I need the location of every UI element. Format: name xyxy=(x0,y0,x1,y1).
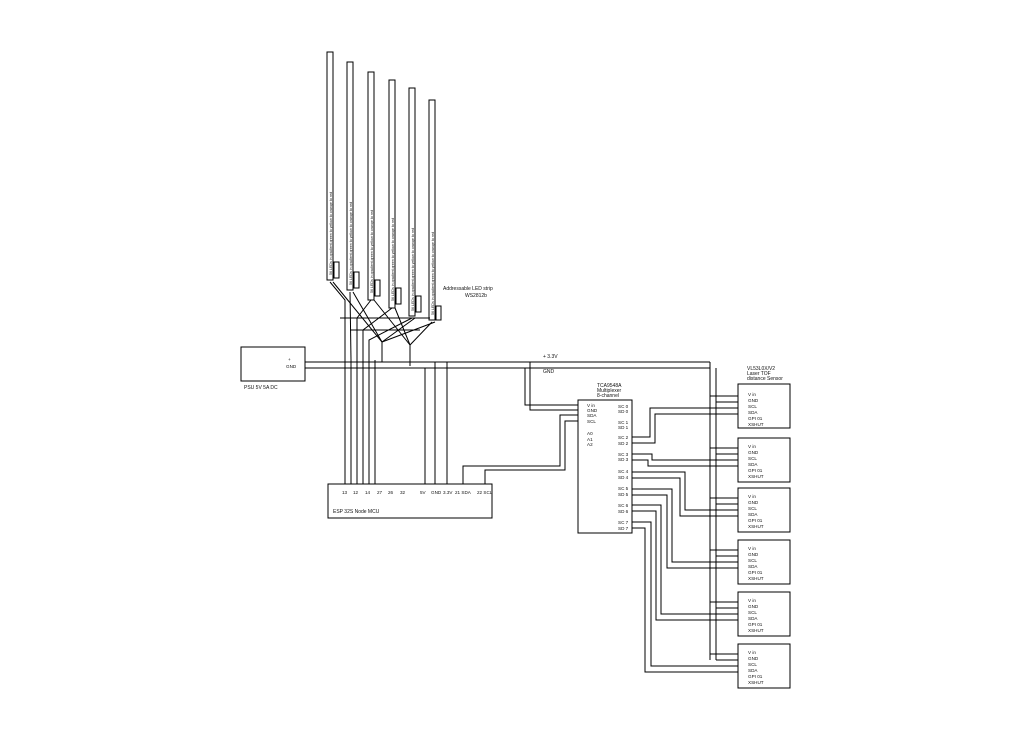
mux-pin-a1: A1 xyxy=(587,437,593,442)
sensor2-pin-scl: SCL xyxy=(748,456,757,461)
psu-gnd-pin: GND xyxy=(286,364,297,369)
esp-pin-32: 32 xyxy=(400,490,406,495)
sensor5-pin-gpio1: GPI 01 xyxy=(748,622,763,627)
mux-pin-sda: SDA xyxy=(587,413,597,418)
esp-pin-14: 14 xyxy=(365,490,371,495)
sensor5-pin-gnd: GND xyxy=(748,604,759,609)
mux-pin-sd1: SD 1 xyxy=(618,425,629,430)
sensor6-pin-xshut: XSHUT xyxy=(748,680,764,685)
sensor3-pin-sda: SDA xyxy=(748,512,758,517)
mux-pin-gnd: GND xyxy=(587,408,598,413)
sensor1-pin-xshut: XSHUT xyxy=(748,422,764,427)
rail-gnd-label: GND xyxy=(543,369,555,375)
mux-pin-sc2: SC 2 xyxy=(618,435,629,440)
sensor6-pin-scl: SCL xyxy=(748,662,757,667)
sensor2-pin-sda: SDA xyxy=(748,462,758,467)
mux-pin-sd0: SD 0 xyxy=(618,409,629,414)
mux-pin-sc5: SC 5 xyxy=(618,486,629,491)
sensor5-pin-vin: V in xyxy=(748,598,756,603)
sensor1-pin-vin: V in xyxy=(748,392,756,397)
mux-pin-a2: A2 xyxy=(587,442,593,447)
sensor1-pin-gnd: GND xyxy=(748,398,759,403)
sensor2-pin-xshut: XSHUT xyxy=(748,474,764,479)
mux-pin-sd3: SD 3 xyxy=(618,457,629,462)
mux-pin-sc3: SC 3 xyxy=(618,452,629,457)
mux-pin-sd7: SD 7 xyxy=(618,526,629,531)
esp-label: ESP 32S Node MCU xyxy=(333,509,380,515)
mux-pin-sc6: SC 6 xyxy=(618,503,629,508)
sensor-subtitle-2: distance Sensor xyxy=(747,376,783,382)
esp-pin-27: 27 xyxy=(377,490,383,495)
sensor3-pin-gpio1: GPI 01 xyxy=(748,518,763,523)
sensor1-pin-sda: SDA xyxy=(748,410,758,415)
sensor1-pin-gpio1: GPI 01 xyxy=(748,416,763,421)
led-strip-2-label: 56 LEDs in gradient green to yellow to o… xyxy=(349,201,353,285)
led-strip-model: WS2812b xyxy=(465,293,487,299)
sensor2-pin-vin: V in xyxy=(748,444,756,449)
psu-plus-pin: + xyxy=(288,357,291,362)
sensor4-pin-scl: SCL xyxy=(748,558,757,563)
mux-pin-scl: SCL xyxy=(587,419,596,424)
psu-label: PSU 5V 5A DC xyxy=(244,385,278,391)
esp-pin-gnd: GND xyxy=(431,490,442,495)
sensor5-pin-xshut: XSHUT xyxy=(748,628,764,633)
sensor6-pin-vin: V in xyxy=(748,650,756,655)
esp-pin-12: 12 xyxy=(353,490,359,495)
sensor4-pin-xshut: XSHUT xyxy=(748,576,764,581)
sensor4-pin-gpio1: GPI 01 xyxy=(748,570,763,575)
esp-pin-26: 26 xyxy=(388,490,394,495)
mux-pin-sd5: SD 5 xyxy=(618,492,629,497)
sensor6-pin-gnd: GND xyxy=(748,656,759,661)
mux-pin-vin: V in xyxy=(587,403,595,408)
mux-pin-sd2: SD 2 xyxy=(618,441,629,446)
sensor5-pin-sda: SDA xyxy=(748,616,758,621)
mux-pin-a0: A0 xyxy=(587,431,593,436)
led-strip-1-label: 56 LEDs in gradient green to yellow to o… xyxy=(329,191,333,275)
led-strip-5-label: 56 LEDs in gradient green to yellow to o… xyxy=(411,227,415,311)
sensor6-pin-gpio1: GPI 01 xyxy=(748,674,763,679)
sensor4-pin-vin: V in xyxy=(748,546,756,551)
mux-pin-sc1: SC 1 xyxy=(618,420,629,425)
esp-pin-13: 13 xyxy=(342,490,348,495)
mux-pin-sc4: SC 4 xyxy=(618,469,629,474)
sensor5-pin-scl: SCL xyxy=(748,610,757,615)
sensor2-pin-gnd: GND xyxy=(748,450,759,455)
esp-pin-3v3: 3.3V xyxy=(443,490,453,495)
led-strip-6-label: 56 LEDs in gradient green to yellow to o… xyxy=(431,231,435,315)
sensor6-pin-sda: SDA xyxy=(748,668,758,673)
led-strip-3-label: 56 LEDs in gradient green to yellow to o… xyxy=(370,209,374,293)
led-strip-title: Addressable LED strip xyxy=(443,286,493,292)
mux-subtitle-2: 8-channel xyxy=(597,393,619,399)
mux-pin-sd4: SD 4 xyxy=(618,475,629,480)
mux-pin-sc0: SC 0 xyxy=(618,404,629,409)
sensor3-pin-gnd: GND xyxy=(748,500,759,505)
sensor2-pin-gpio1: GPI 01 xyxy=(748,468,763,473)
esp-pin-scl: 22 SCL xyxy=(477,490,493,495)
led-strip-4-label: 56 LEDs in gradient green to yellow to o… xyxy=(391,217,395,301)
sensor3-pin-vin: V in xyxy=(748,494,756,499)
sensor4-pin-gnd: GND xyxy=(748,552,759,557)
sensor3-pin-scl: SCL xyxy=(748,506,757,511)
sensor-subtitle-1: Laser TOF xyxy=(747,371,771,377)
sensor-title: VL53L0X/V2 xyxy=(747,366,776,372)
mux-pin-sc7: SC 7 xyxy=(618,520,629,525)
esp-pin-sda: 21 SDA xyxy=(455,490,471,495)
sensor1-pin-scl: SCL xyxy=(748,404,757,409)
mux-pin-sd6: SD 6 xyxy=(618,509,629,514)
sensor3-pin-xshut: XSHUT xyxy=(748,524,764,529)
mux-subtitle-1: Multiplexer xyxy=(597,388,622,394)
esp-pin-5v: 5V xyxy=(420,490,426,495)
mux-title: TCA9548A xyxy=(597,383,622,389)
sensor4-pin-sda: SDA xyxy=(748,564,758,569)
rail-vcc-label: + 3.3V xyxy=(543,354,558,360)
